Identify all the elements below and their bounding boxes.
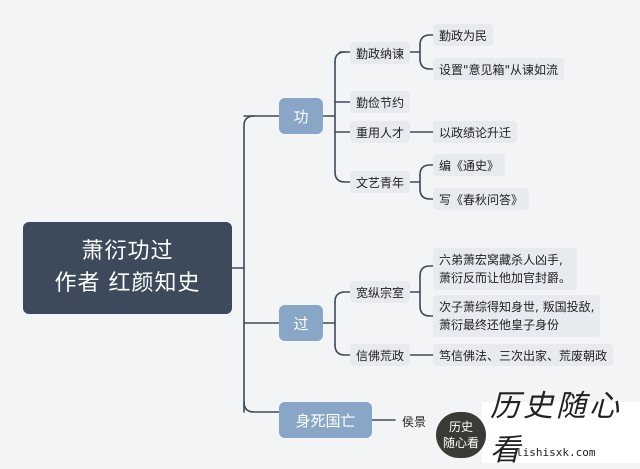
connector-guo-xinfo (334, 344, 351, 356)
root-title: 萧衍功过 (81, 239, 174, 264)
node-kuanzong: 宽纵宗室 (350, 281, 411, 303)
leaf-kuanzong-xiaohong: 六弟萧宏窝藏杀人凶手, 萧衍反而让他加官封爵。 (433, 248, 578, 290)
node-guo: 过 (279, 305, 323, 341)
node-gong: 功 (279, 98, 323, 134)
node-xinfo: 信佛荒政 (350, 344, 411, 366)
root-author: 作者 红颜知史 (54, 271, 201, 296)
leaf-qinzheng-yijianxiang: 设置"意见箱"从谏如流 (433, 58, 565, 80)
leaf-xinfo-chujia: 笃信佛法、三次出家、荒废朝政 (433, 344, 614, 366)
leaf-kuanzong-xiaohong-line2: 萧衍反而让他加官封爵。 (439, 271, 572, 285)
leaf-kuanzong-xiaohong-line1: 六弟萧宏窝藏杀人凶手, (439, 253, 563, 267)
connector-qinzheng-item2 (419, 58, 434, 70)
watermark-badge-line2: 随心看 (442, 436, 479, 450)
node-qinzheng: 勤政纳谏 (350, 42, 411, 64)
watermark-background (482, 402, 640, 463)
connector-root-trunk (231, 115, 255, 413)
connector-qinzheng-item1 (419, 34, 434, 46)
connector-root-shensi (243, 401, 280, 413)
leaf-wenyi-tongshi: 编《通史》 (433, 154, 506, 176)
leaf-wenyi-chunqiu: 写《春秋问答》 (433, 188, 530, 210)
connector-gong-wenyi (334, 171, 351, 183)
leaf-kuanzong-xiaozong-line1: 次子萧综得知身世, 叛国投敌, (439, 300, 595, 314)
node-qinjian: 勤俭节约 (350, 91, 411, 113)
leaf-qinzheng-weimin: 勤政为民 (433, 24, 494, 46)
node-zhongyong: 重用人才 (350, 121, 411, 143)
connector-guo-kuanzong (334, 291, 351, 303)
leaf-kuanzong-xiaozong: 次子萧综得知身世, 叛国投敌, 萧衍最终还他皇子身份 (433, 295, 601, 337)
leaf-kuanzong-xiaozong-line2: 萧衍最终还他皇子身份 (439, 318, 560, 332)
connector-wenyi-item2 (419, 188, 434, 200)
watermark-url: lishisxk.com (516, 446, 596, 459)
connector-guo-trunk (322, 301, 336, 346)
connector-gong-trunk (322, 51, 346, 173)
connector-wenyi-item1 (419, 164, 434, 176)
leaf-zhongyong-zhengji: 以政绩论升迁 (433, 121, 518, 143)
leaf-shensi-houjing: 侯景 (402, 414, 427, 429)
connector-kuanzong-item1 (419, 265, 434, 277)
node-wenyi: 文艺青年 (350, 171, 411, 193)
connector-gong-qinzheng (334, 51, 351, 63)
root-node: 萧衍功过 作者 红颜知史 (23, 222, 232, 314)
watermark-badge-line1: 历史 (448, 420, 473, 434)
node-shensi: 身死国亡 (279, 402, 372, 438)
watermark-badge: 历史 随心看 (436, 412, 486, 458)
connector-kuanzong-item2 (419, 305, 434, 317)
